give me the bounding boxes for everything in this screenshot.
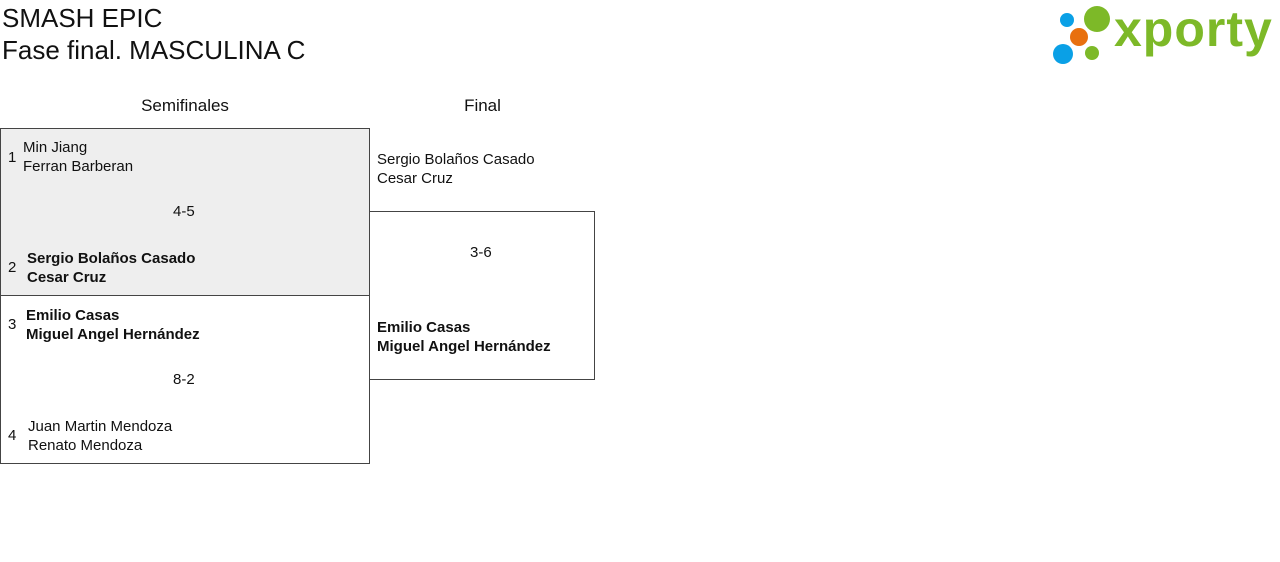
player-name: Juan Martin Mendoza (28, 418, 173, 435)
team-4: Juan Martin Mendoza Renato Mendoza (28, 417, 172, 455)
logo-dots-icon (1053, 6, 1110, 64)
round-header-semifinales: Semifinales (141, 96, 229, 115)
final-team-1: Sergio Bolaños Casado Cesar Cruz (377, 150, 535, 188)
player-name: Cesar Cruz (377, 170, 453, 187)
player-name: Cesar Cruz (27, 269, 107, 286)
semifinal-match-1[interactable]: 1 Min Jiang Ferran Barberan 4-5 2 Sergio… (0, 128, 370, 296)
team-2-winner: Sergio Bolaños Casado Cesar Cruz (27, 249, 195, 287)
player-name: Renato Mendoza (28, 437, 143, 454)
semifinal-match-2[interactable]: 3 Emilio Casas Miguel Angel Hernández 8-… (0, 295, 370, 464)
player-name: Sergio Bolaños Casado (27, 250, 196, 267)
final-match[interactable]: 3-6 Emilio Casas Miguel Angel Hernández (369, 211, 595, 380)
page-subtitle: Fase final. MASCULINA C (2, 35, 306, 65)
round-header-final: Final (464, 96, 501, 115)
player-name: Miguel Angel Hernández (26, 326, 200, 343)
seed-number: 1 (8, 149, 17, 166)
player-name: Min Jiang (23, 139, 88, 156)
logo-text: xporty (1114, 1, 1273, 57)
xporty-logo[interactable]: xporty (1050, 1, 1275, 71)
page-title: SMASH EPIC (2, 3, 163, 33)
player-name: Sergio Bolaños Casado (377, 151, 535, 168)
seed-number: 2 (8, 259, 17, 276)
match-score: 3-6 (470, 244, 492, 261)
player-name: Ferran Barberan (23, 158, 134, 175)
match-score: 4-5 (173, 203, 195, 220)
team-3-winner: Emilio Casas Miguel Angel Hernández (26, 306, 200, 344)
final-team-2-winner: Emilio Casas Miguel Angel Hernández (377, 318, 551, 356)
match-score: 8-2 (173, 371, 195, 388)
player-name: Miguel Angel Hernández (377, 338, 551, 355)
player-name: Emilio Casas (26, 307, 120, 324)
player-name: Emilio Casas (377, 319, 471, 336)
team-1: Min Jiang Ferran Barberan (23, 138, 133, 176)
seed-number: 4 (8, 427, 17, 444)
seed-number: 3 (8, 316, 17, 333)
